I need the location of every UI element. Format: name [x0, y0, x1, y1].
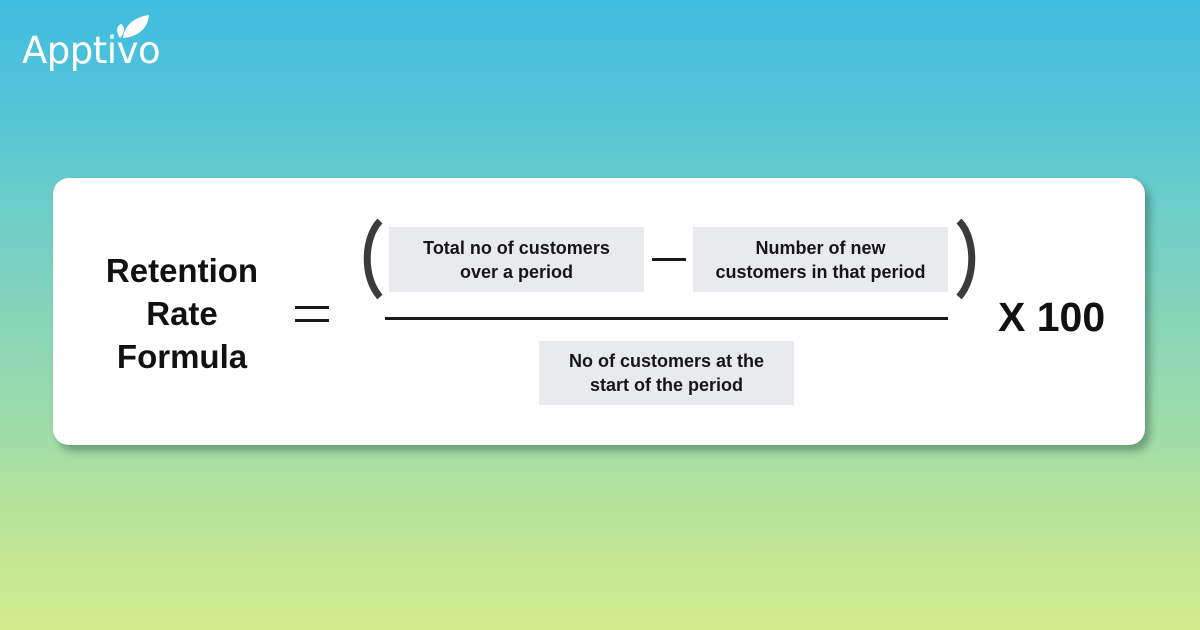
start-customers-term: No of customers at the start of the peri…: [539, 341, 794, 405]
title-line: Rate: [146, 295, 218, 332]
term-line: customers in that period: [715, 261, 926, 282]
leaf-icon: [117, 15, 149, 38]
term-line: over a period: [459, 261, 574, 282]
multiplier-x100: X 100: [998, 294, 1106, 340]
apptivo-logo: Apptivo: [22, 14, 177, 72]
term-line: Number of new: [755, 237, 886, 258]
formula-card: Retention Rate Formula Total no of custo…: [53, 178, 1145, 445]
term-line: No of customers at the: [568, 351, 765, 371]
term-line: start of the period: [589, 375, 743, 395]
title-line: Retention: [105, 252, 259, 289]
formula-title: Retention Rate Formula: [84, 249, 280, 378]
equals-sign: [295, 306, 329, 322]
open-parenthesis: [363, 219, 383, 299]
new-customers-term: Number of new customers in that period: [693, 227, 948, 292]
term-line: Total no of customers: [423, 237, 610, 258]
minus-sign: [652, 258, 686, 261]
logo-text: Apptivo: [22, 29, 161, 72]
title-line: Formula: [116, 338, 248, 375]
fraction-bar: [385, 317, 948, 320]
close-parenthesis: [956, 219, 976, 299]
total-customers-term: Total no of customers over a period: [389, 227, 644, 292]
